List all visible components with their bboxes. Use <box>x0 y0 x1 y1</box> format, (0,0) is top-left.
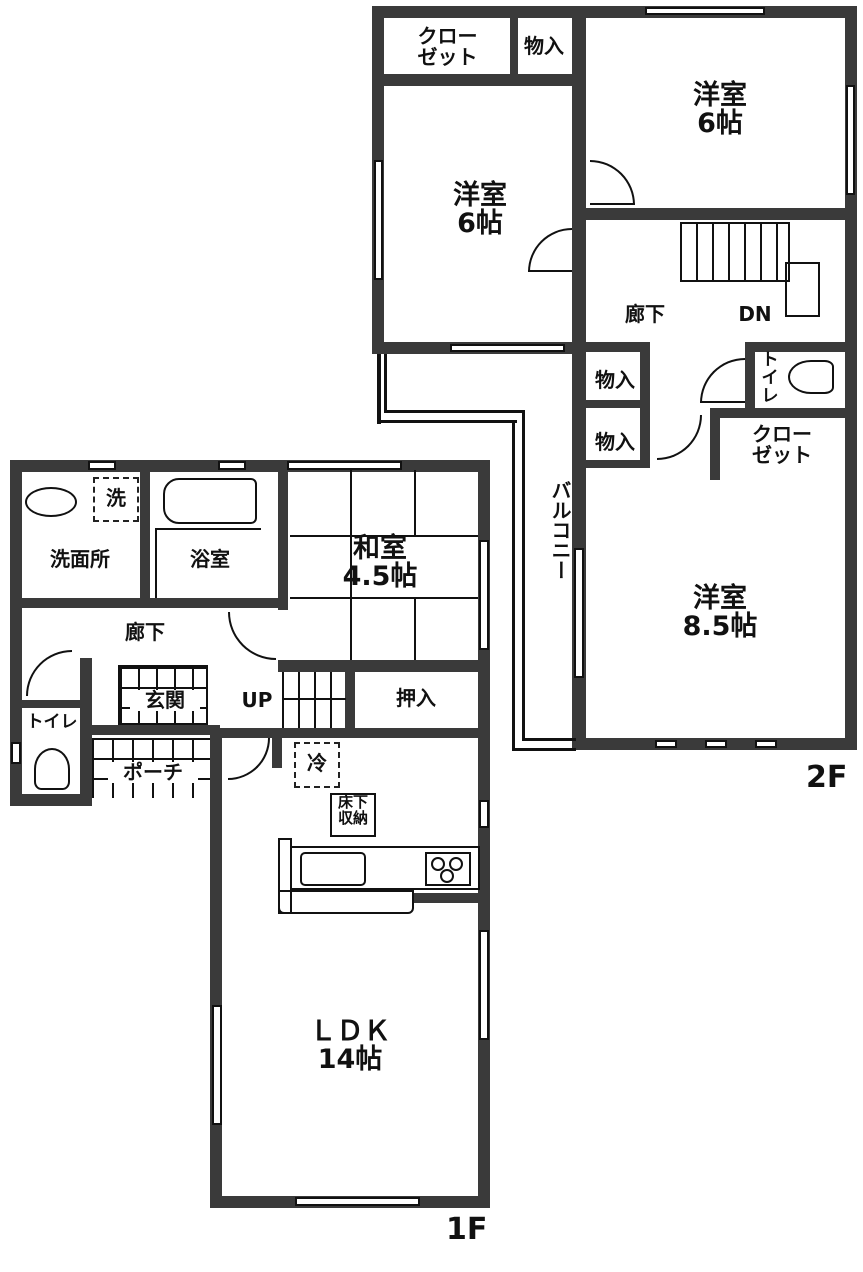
wall <box>10 460 488 472</box>
tatami-line <box>414 597 416 660</box>
window <box>574 548 584 678</box>
wall <box>345 660 355 732</box>
sink-icon <box>25 487 77 517</box>
window <box>450 344 565 352</box>
stairs-down-label: DN <box>738 302 772 326</box>
balcony-outline <box>522 410 525 740</box>
storage-label: 物入 <box>595 368 635 392</box>
wall <box>10 460 22 804</box>
storage-label: 物入 <box>524 34 564 58</box>
tatami-line <box>290 597 478 599</box>
western-room-large-label: 洋室 8.5帖 <box>682 583 758 643</box>
storage-label: 物入 <box>595 430 635 454</box>
window <box>212 1005 222 1125</box>
wall <box>745 342 855 352</box>
window <box>11 742 21 764</box>
tatami-line <box>290 535 478 537</box>
fridge-space <box>294 742 340 788</box>
stairs-2f <box>680 222 790 282</box>
wall <box>412 893 490 903</box>
bathroom-label: 浴室 <box>190 547 230 571</box>
balcony-outline <box>377 420 517 423</box>
floor-2-label: 2F <box>806 760 848 795</box>
underfloor-storage-box <box>330 793 376 837</box>
stairs-up-label: UP <box>241 688 273 712</box>
stairs-2f-landing <box>785 262 820 317</box>
window <box>479 930 489 1040</box>
wall <box>372 6 854 18</box>
closet-oshiire-label: 押入 <box>396 686 436 710</box>
corridor-2f-label: 廊下 <box>625 302 665 326</box>
western-room-ne-label: 洋室 6帖 <box>693 80 747 140</box>
stairs-1f <box>282 672 346 728</box>
window <box>218 461 246 470</box>
balcony-outline <box>512 420 515 750</box>
washroom-label: 洗面所 <box>50 547 110 571</box>
japanese-room-label: 和室 4.5帖 <box>342 533 418 593</box>
window <box>655 740 677 748</box>
balcony-outline <box>377 354 381 424</box>
balcony-outline <box>384 354 387 412</box>
window <box>287 461 402 470</box>
western-room-nw-label: 洋室 6帖 <box>453 180 507 240</box>
tatami-line <box>350 470 352 660</box>
wall <box>586 400 650 408</box>
wall <box>10 794 90 806</box>
wall <box>22 700 84 708</box>
window <box>295 1197 420 1206</box>
wall <box>278 660 490 672</box>
kitchen-back-counter <box>278 890 414 914</box>
door-swing <box>228 612 276 660</box>
tatami-line <box>414 470 416 535</box>
entrance-label: 玄関 <box>130 690 200 711</box>
toilet-fixture-icon <box>34 748 70 790</box>
kitchen-sink-icon <box>300 852 366 886</box>
toilet-2f-label: トイレ <box>761 350 779 406</box>
window <box>645 7 765 15</box>
window <box>705 740 727 748</box>
wall <box>222 728 490 738</box>
wall <box>586 208 854 220</box>
wall <box>272 728 282 768</box>
stove-icon <box>425 852 471 886</box>
balcony-outline <box>384 410 524 413</box>
wall <box>210 728 222 1208</box>
closet-label: クロー ゼット <box>752 422 812 467</box>
door-swing <box>26 650 72 696</box>
wall <box>278 460 288 610</box>
bath-area-outline <box>155 528 261 598</box>
door-swing <box>228 738 270 780</box>
balcony-outline <box>522 738 576 741</box>
toilet-1f-label: トイレ <box>26 712 78 732</box>
window <box>479 540 489 650</box>
bathtub-icon <box>163 478 257 524</box>
wall <box>510 6 518 84</box>
wall <box>710 408 855 418</box>
corridor-1f-label: 廊下 <box>125 620 165 644</box>
balcony-outline <box>512 748 576 751</box>
washer-space <box>93 477 139 522</box>
wall <box>80 725 220 735</box>
wall <box>710 408 720 480</box>
window <box>846 85 855 195</box>
wall <box>22 598 288 608</box>
wall <box>586 342 650 352</box>
wall <box>140 472 150 602</box>
wall <box>586 460 650 468</box>
porch-label: ポーチ <box>108 762 198 783</box>
wall <box>745 342 755 412</box>
toilet-fixture-icon <box>788 360 834 394</box>
window <box>88 461 116 470</box>
ldk-label: ＬＤＫ 14帖 <box>309 1016 391 1076</box>
balcony-label: バルコニー <box>548 480 572 580</box>
window <box>479 800 489 828</box>
wall <box>384 74 584 86</box>
washer-label: 洗 <box>106 486 126 510</box>
underfloor-storage-label: 床下 収納 <box>337 793 368 827</box>
window <box>374 160 383 280</box>
fridge-label: 冷 <box>307 751 327 775</box>
closet-label: クロー ゼット <box>417 24 478 69</box>
floor-1-label: 1F <box>446 1212 488 1247</box>
window <box>755 740 777 748</box>
